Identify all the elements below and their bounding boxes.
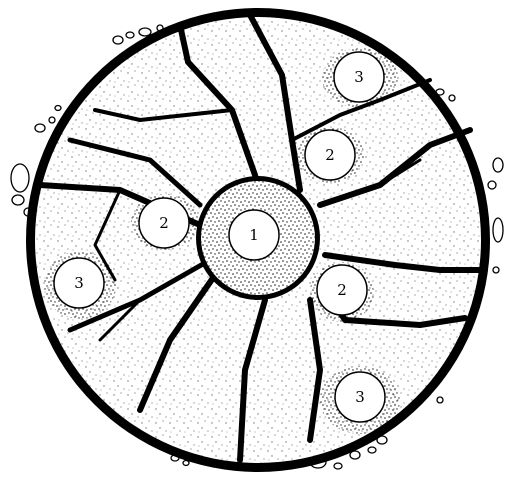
- label-inner-top-right: 2: [305, 130, 355, 180]
- svg-text:1: 1: [249, 226, 259, 244]
- svg-text:3: 3: [355, 388, 365, 406]
- label-outer-top: 3: [334, 52, 384, 102]
- label-outer-bottom: 3: [335, 372, 385, 422]
- svg-text:2: 2: [159, 214, 169, 232]
- label-inner-left: 2: [139, 198, 189, 248]
- label-center: 1: [229, 210, 279, 260]
- svg-text:3: 3: [354, 68, 364, 86]
- label-inner-bottom-right: 2: [317, 265, 367, 315]
- svg-text:3: 3: [74, 274, 84, 292]
- svg-text:2: 2: [337, 281, 347, 299]
- label-outer-left: 3: [54, 258, 104, 308]
- svg-text:2: 2: [325, 146, 335, 164]
